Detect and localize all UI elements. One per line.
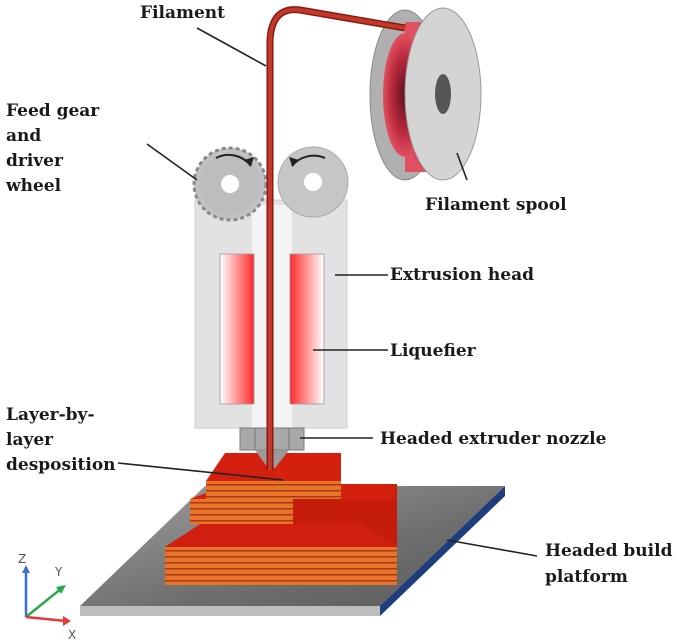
filament-strand [266,6,406,470]
label-liquefier: Liquefier [390,341,477,361]
label-platform-line1: Headed build [545,541,673,561]
label-nozzle: Headed extruder nozzle [380,429,607,449]
label-filament-spool: Filament spool [425,195,567,215]
label-feed-gear-line3: driver [6,151,64,171]
label-extrusion-head: Extrusion head [390,265,534,285]
label-feed-gear-line4: wheel [5,176,62,196]
axis-z-label: Z [18,552,26,566]
leader-lines [117,27,538,557]
label-feed-gear-line1: Feed gear [6,101,100,121]
label-layer-line1: Layer-by- [6,405,95,425]
feed-gear [192,146,268,222]
axis-x-label: X [68,628,76,642]
filament-spool [369,7,482,181]
driver-wheel [277,146,349,218]
label-feed-gear-line2: and [6,126,41,146]
axis-y-label: Y [54,565,63,579]
top-layer-stack [206,453,341,499]
label-layer-line3: desposition [6,455,116,475]
label-platform-line2: platform [545,567,628,587]
label-filament: Filament [140,3,225,23]
label-layer-line2: layer [6,430,54,450]
labels: Filament Feed gear and driver wheel Fila… [5,3,673,587]
axis-indicator: Z Y X [18,552,76,642]
liquefier [219,253,325,405]
